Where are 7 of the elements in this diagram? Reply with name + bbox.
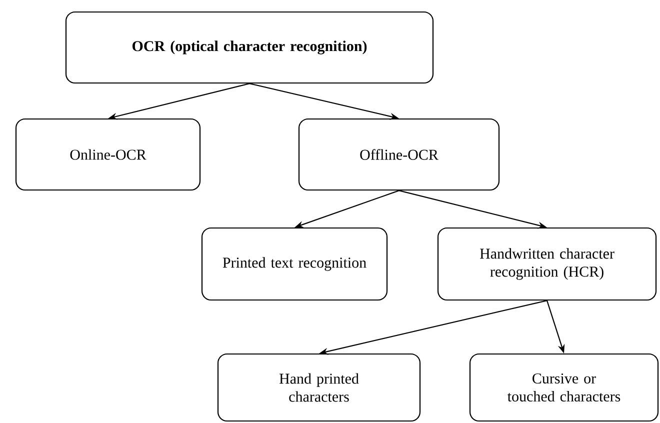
process-box: Online-OCR [15,118,201,191]
process-box: OCR (optical character recognition) [65,11,434,84]
process-box: Printed text recognition [201,227,388,301]
process-box: Handwritten character recognition (HCR) [437,227,657,301]
process-box: Cursive or touched characters [469,353,659,422]
process-box: Hand printed characters [217,353,421,422]
process-box: Offline-OCR [298,118,500,191]
